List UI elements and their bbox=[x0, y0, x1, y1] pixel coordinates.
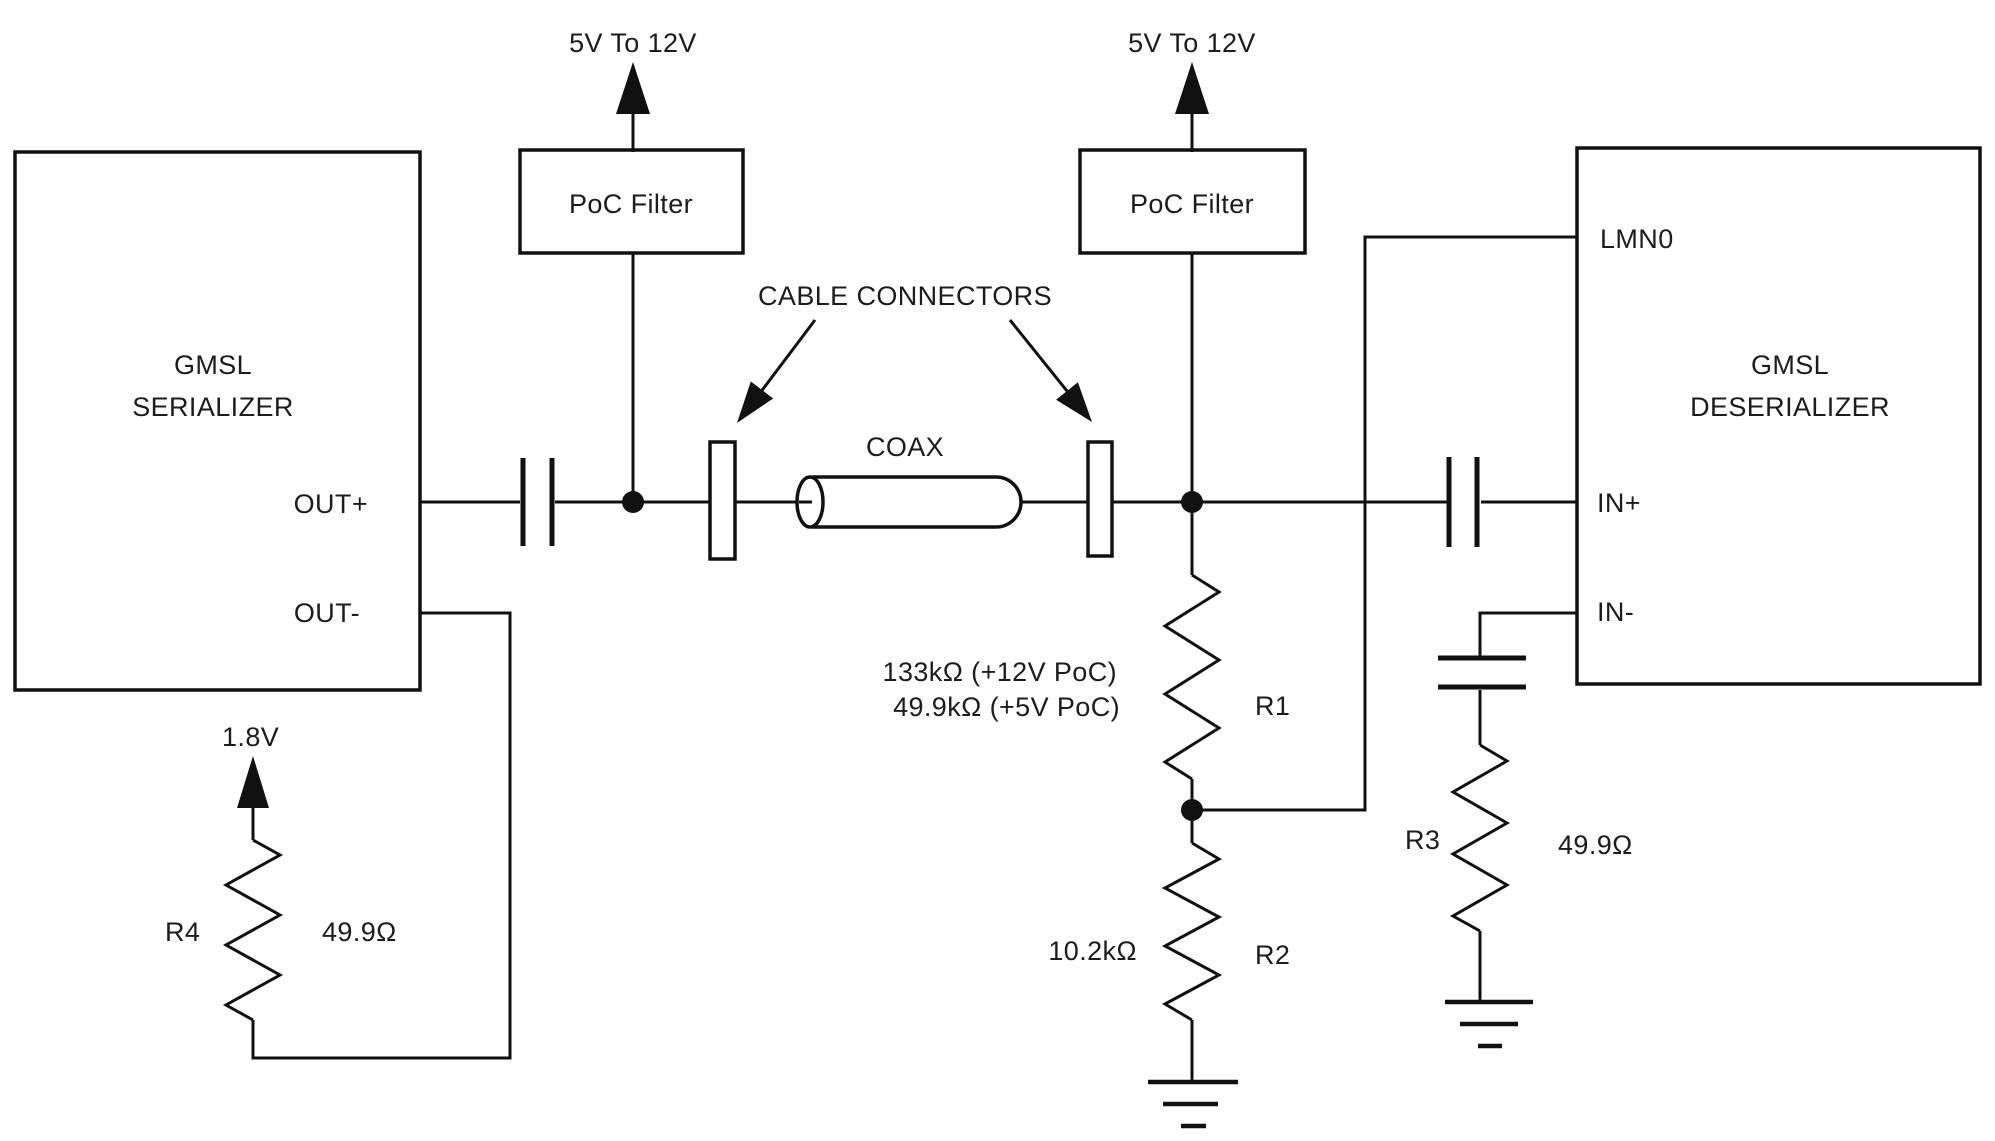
callout-arrow-left-shaft bbox=[755, 319, 817, 398]
deserializer-pin-lmn0-label: LMN0 bbox=[1600, 224, 1674, 254]
poc-left-supply-label: 5V To 12V bbox=[569, 28, 697, 58]
resistor-r2-symbol bbox=[1161, 841, 1223, 1022]
r3-name-label: R3 bbox=[1405, 825, 1440, 855]
ground-symbol-r2 bbox=[1148, 1079, 1238, 1129]
serializer-block: GMSL SERIALIZER OUT+ OUT- bbox=[13, 150, 422, 692]
serializer-title-line1: GMSL bbox=[174, 350, 252, 380]
deserializer-pin-in-minus-label: IN- bbox=[1597, 597, 1634, 627]
r2-value-label: 10.2kΩ bbox=[1048, 936, 1137, 966]
deserializer-title-line2: DESERIALIZER bbox=[1690, 392, 1890, 422]
wire-inminus-to-cap3 bbox=[1478, 611, 1577, 656]
coax-body bbox=[812, 475, 1023, 529]
callout-arrow-right-shaft bbox=[1008, 319, 1073, 397]
deserializer-block: GMSL DESERIALIZER LMN0 IN+ IN- bbox=[1575, 146, 1982, 686]
callout-arrow-right-head-icon bbox=[1056, 382, 1092, 422]
poc-filter-right: PoC Filter 5V To 12V bbox=[1078, 28, 1307, 502]
r1-name-label: R1 bbox=[1255, 691, 1290, 721]
poc-right-supply-label: 5V To 12V bbox=[1128, 28, 1256, 58]
poc-filter-left: PoC Filter 5V To 12V bbox=[518, 28, 745, 502]
junction-dot-left bbox=[622, 491, 644, 513]
callout-arrow-left-head-icon bbox=[737, 381, 774, 423]
poc-right-box bbox=[1078, 148, 1307, 255]
serializer-box bbox=[13, 150, 422, 692]
resistor-r3-symbol bbox=[1449, 743, 1511, 933]
resistor-r4-symbol bbox=[222, 838, 284, 1022]
deserializer-box bbox=[1575, 146, 1982, 686]
poc-right-label: PoC Filter bbox=[1130, 189, 1254, 219]
cable-connectors-label: CABLE CONNECTORS bbox=[758, 281, 1052, 311]
coax-label: COAX bbox=[866, 432, 944, 462]
cable-connectors-callout: CABLE CONNECTORS COAX bbox=[737, 281, 1092, 462]
r4-value-label: 49.9Ω bbox=[322, 917, 397, 947]
cable-connector-left bbox=[708, 440, 737, 561]
deserializer-pin-in-plus-label: IN+ bbox=[1597, 488, 1641, 518]
out-minus-termination: 1.8V R4 49.9Ω bbox=[165, 611, 512, 1060]
r1-value-5v-label: 49.9kΩ (+5V PoC) bbox=[893, 692, 1120, 722]
resistor-r1-symbol bbox=[1162, 573, 1222, 781]
r4-supply-label: 1.8V bbox=[222, 722, 279, 752]
wire-lmn0-net bbox=[1192, 235, 1577, 812]
r4-name-label: R4 bbox=[165, 917, 200, 947]
poc-divider-network: 133kΩ (+12V PoC) 49.9kΩ (+5V PoC) R1 10.… bbox=[883, 235, 1577, 1129]
signal-path bbox=[420, 440, 1577, 561]
r1-value-12v-label: 133kΩ (+12V PoC) bbox=[883, 657, 1117, 687]
ground-symbol-r3 bbox=[1445, 999, 1533, 1049]
serializer-pin-out-minus-label: OUT- bbox=[294, 598, 360, 628]
cable-connector-right bbox=[1086, 440, 1114, 558]
in-minus-termination: R3 49.9Ω bbox=[1405, 611, 1633, 1049]
serializer-title-line2: SERIALIZER bbox=[132, 392, 294, 422]
poc-left-supply-arrowhead-icon bbox=[616, 62, 650, 114]
r2-name-label: R2 bbox=[1255, 940, 1290, 970]
poc-right-supply-arrowhead-icon bbox=[1175, 62, 1209, 114]
poc-left-label: PoC Filter bbox=[569, 189, 693, 219]
r3-value-label: 49.9Ω bbox=[1558, 830, 1633, 860]
wire-outminus-loop bbox=[251, 611, 512, 1060]
deserializer-title-line1: GMSL bbox=[1751, 350, 1829, 380]
r4-supply-arrowhead-icon bbox=[237, 756, 269, 808]
serializer-pin-out-plus-label: OUT+ bbox=[294, 489, 368, 519]
